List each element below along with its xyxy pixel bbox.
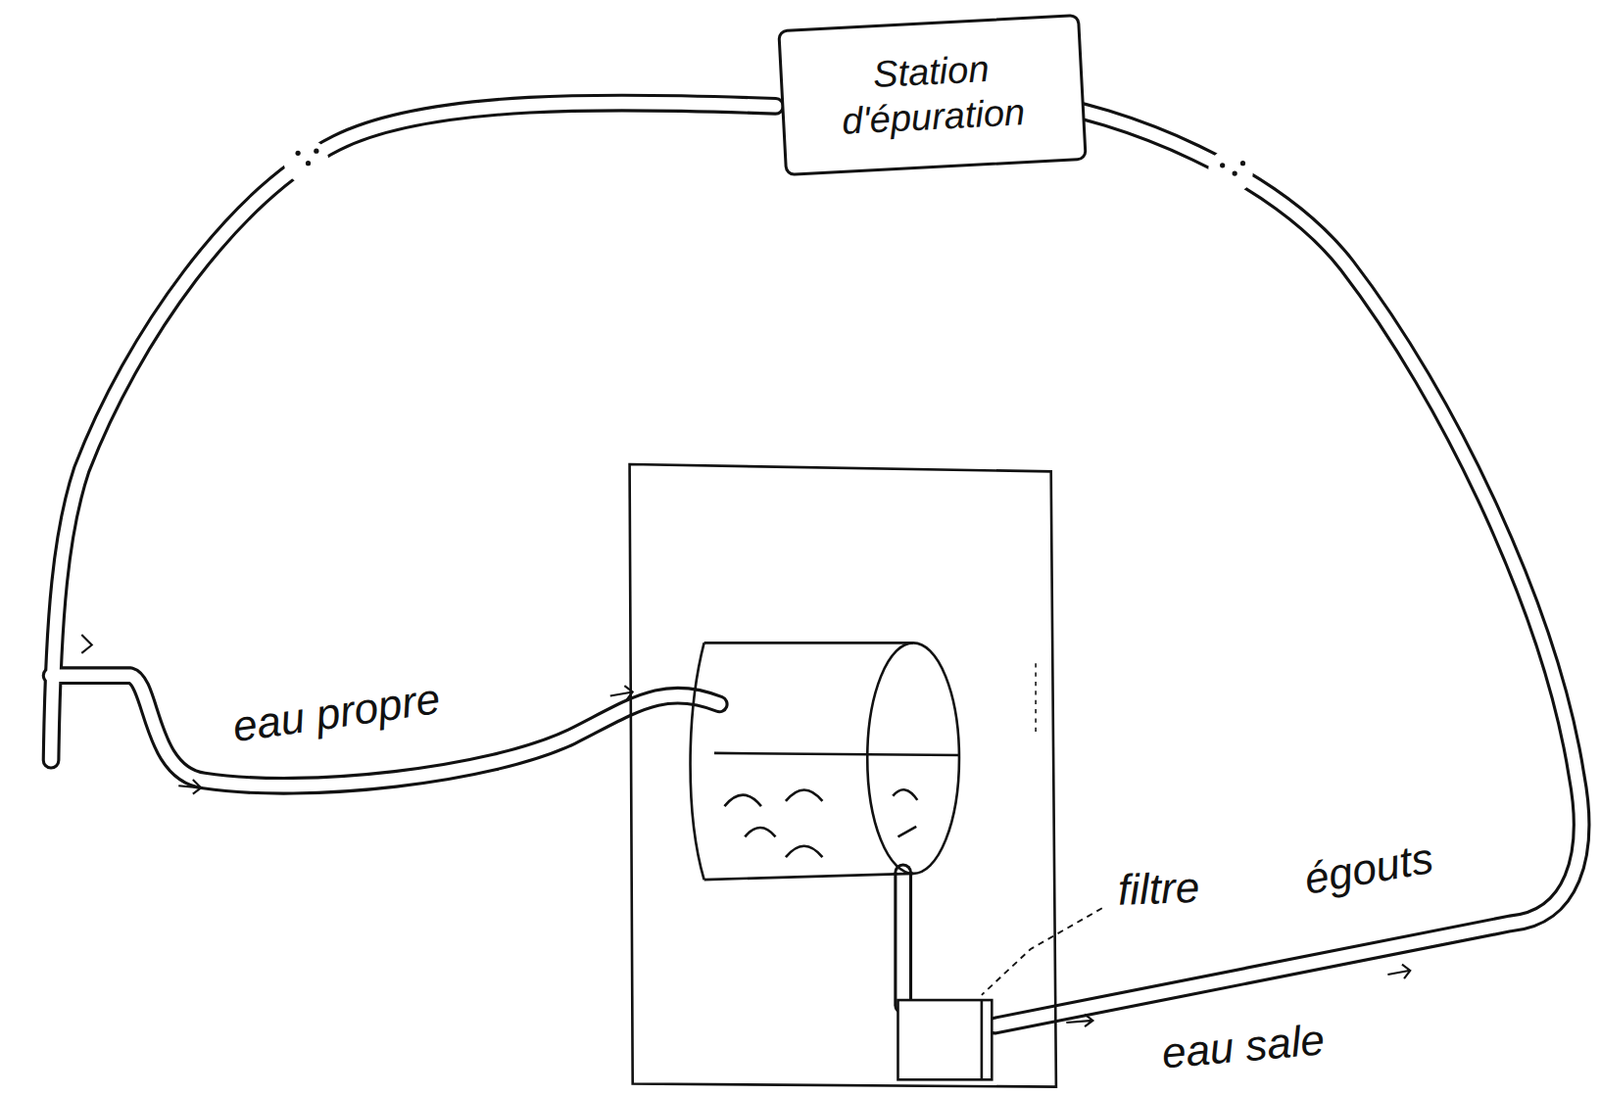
box-text: Station d'épuration	[781, 43, 1083, 148]
pipe-label: eau propre	[226, 675, 447, 753]
pipe-label: filtre	[1113, 864, 1205, 916]
pipe-label: eau sale	[1156, 1016, 1331, 1078]
pipe-label: égouts	[1297, 833, 1441, 905]
process-box: Station d'épuration	[776, 13, 1087, 177]
